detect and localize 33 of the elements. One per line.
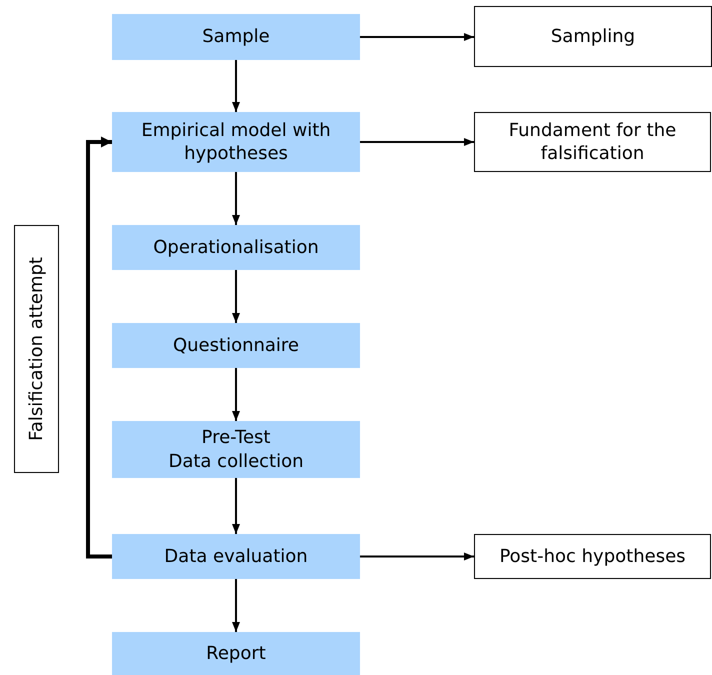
process-box bbox=[112, 534, 360, 579]
process-box bbox=[112, 14, 360, 60]
node-label: Data evaluation bbox=[164, 544, 308, 568]
output-box bbox=[474, 534, 711, 579]
arrow bbox=[86, 136, 112, 558]
node-label: Data collection bbox=[168, 450, 304, 473]
arrow bbox=[232, 368, 240, 421]
side-label-box bbox=[14, 225, 59, 473]
process-box bbox=[112, 632, 360, 675]
node-label: Empirical model with hypotheses bbox=[140, 118, 332, 166]
arrow bbox=[232, 270, 240, 323]
node-label: Pre-Test bbox=[202, 426, 270, 450]
node-label: Falsification attempt bbox=[24, 257, 48, 441]
process-box bbox=[112, 323, 360, 368]
node-label: Operationalisation bbox=[153, 236, 319, 260]
node-label: Fundament for the falsification bbox=[508, 118, 678, 166]
node-label: Report bbox=[206, 642, 266, 666]
output-box bbox=[474, 112, 711, 172]
arrow bbox=[232, 60, 240, 112]
process-box bbox=[112, 421, 360, 478]
output-box bbox=[474, 6, 712, 67]
node-label: Sampling bbox=[550, 24, 636, 48]
arrow bbox=[360, 552, 474, 560]
arrow bbox=[232, 172, 240, 225]
arrow bbox=[360, 33, 474, 41]
node-label: Sample bbox=[202, 25, 270, 49]
node-label: Post-hoc hypotheses bbox=[499, 544, 686, 568]
process-box bbox=[112, 225, 360, 270]
node-label: Questionnaire bbox=[172, 334, 300, 358]
process-box bbox=[112, 112, 360, 172]
arrow bbox=[360, 138, 474, 146]
arrow bbox=[232, 478, 240, 534]
arrow bbox=[232, 579, 240, 632]
